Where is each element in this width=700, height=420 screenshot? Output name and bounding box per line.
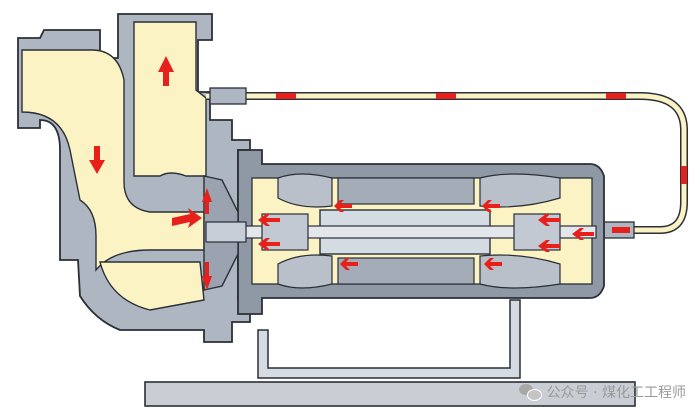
stator-winding-top-left [277, 173, 333, 208]
flow-arrow-rear-3 [572, 228, 594, 240]
flow-arrow-pipe-4 [681, 166, 687, 184]
pipe-fitting-left [209, 87, 247, 105]
flow-arrow-rotor-bottom-1 [340, 258, 358, 270]
discharge-passage [133, 21, 207, 177]
flow-arrows [89, 56, 687, 290]
flow-arrow-pipe-1 [276, 93, 296, 99]
flow-arrow-inlet-right [172, 208, 202, 228]
watermark-text: 公众号 · 煤化工工程师 [546, 385, 686, 401]
flow-arrow-pipe-5 [612, 227, 630, 233]
volute-lower [99, 261, 205, 311]
watermark: 公众号 · 煤化工工程师 [518, 382, 686, 402]
base-plate [144, 381, 636, 407]
fluid-passage [21, 49, 205, 272]
flow-arrow-bearing-2 [258, 238, 280, 250]
support-frame [257, 299, 521, 379]
flow-arrow-rotor-top-2 [482, 200, 500, 212]
flow-arrow-rotor-top-1 [334, 200, 352, 212]
flow-arrow-rear-1 [538, 214, 560, 226]
flow-arrow-suction-down [89, 146, 105, 174]
flow-arrow-pipe-2 [436, 93, 456, 99]
flow-arrow-pipe-3 [606, 93, 626, 99]
flow-arrow-impeller-up [202, 188, 212, 214]
flow-arrow-bearing-1 [258, 214, 280, 226]
circulation-pipe-inner [206, 93, 687, 233]
flow-arrow-impeller-down [202, 262, 212, 290]
flow-arrow-rotor-bottom-2 [484, 258, 502, 270]
stator-winding-bottom-left [277, 254, 333, 289]
wechat-icon [518, 383, 542, 401]
flow-arrow-rear-2 [538, 240, 560, 252]
impeller-hub [205, 221, 247, 243]
stator-core-top [337, 177, 475, 205]
flow-arrow-discharge-up [158, 56, 174, 86]
stator-core-bottom [337, 257, 475, 285]
